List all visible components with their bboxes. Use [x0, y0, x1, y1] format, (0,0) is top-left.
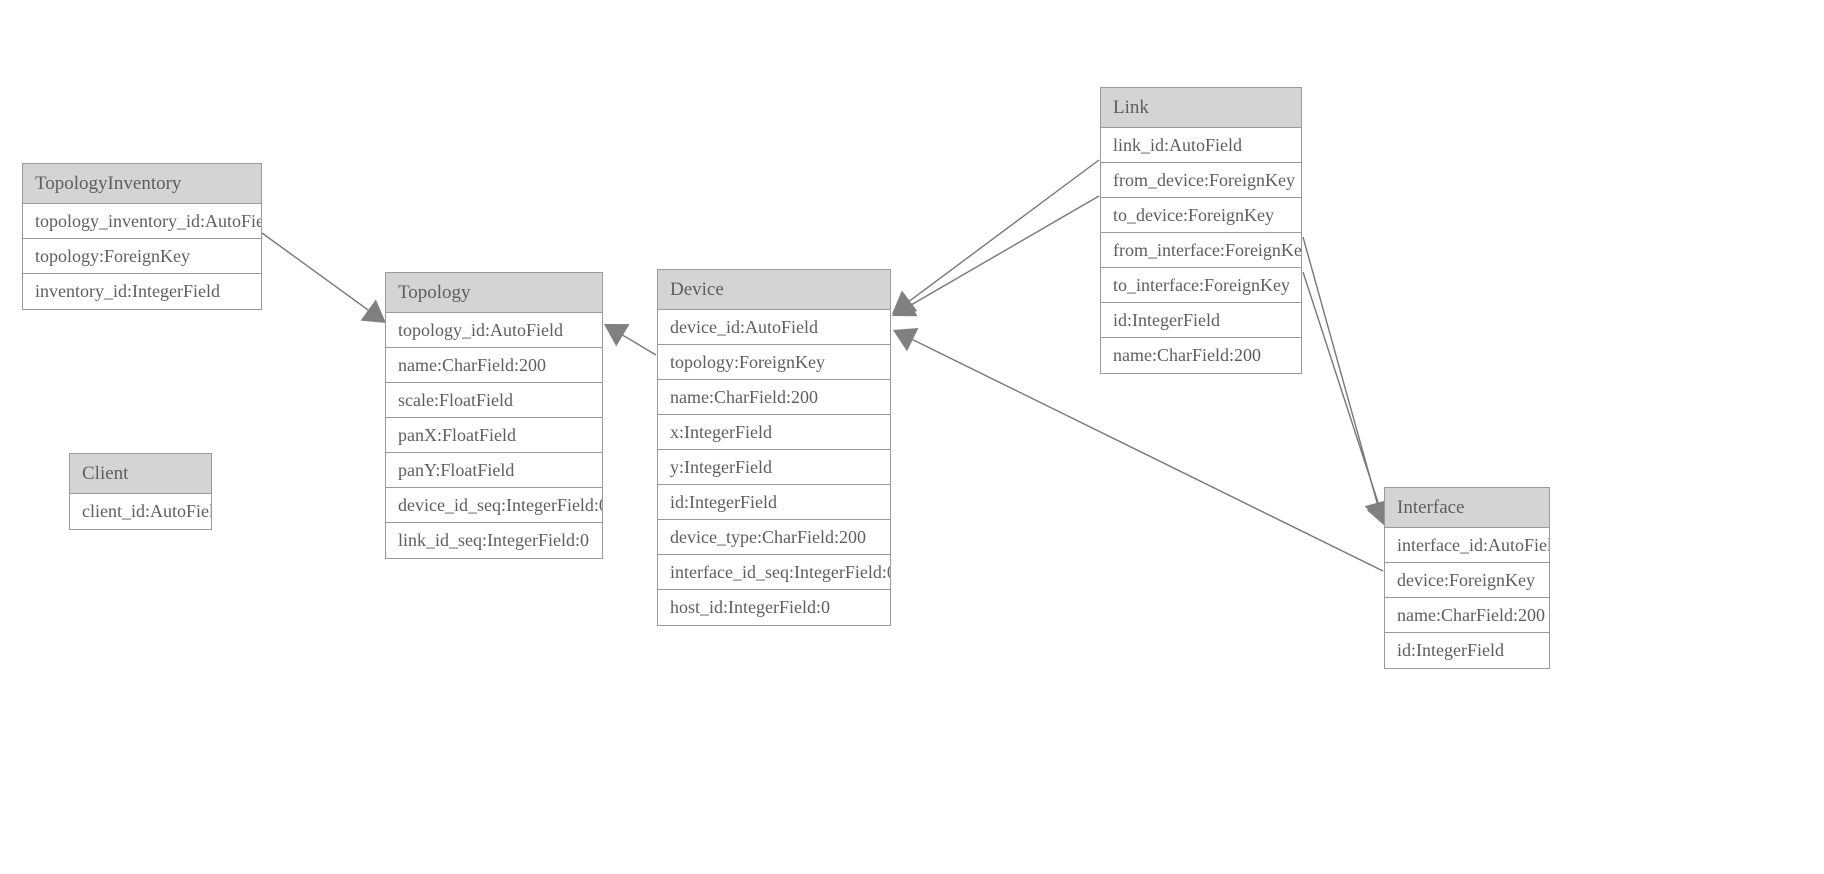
entity-field[interactable]: topology_id:AutoField [386, 313, 602, 348]
entity-title-device: Device [658, 270, 890, 310]
entity-field[interactable]: id:IntegerField [1397, 640, 1504, 660]
entity-field[interactable]: link_id_seq:IntegerField:0 [398, 530, 589, 550]
entity-field[interactable]: host_id:IntegerField:0 [670, 597, 830, 617]
relationship-arrowhead [892, 290, 918, 314]
relationship-line [1302, 271, 1382, 512]
entity-title-topology: Topology [386, 273, 602, 313]
relationship-link-to-interface [1302, 271, 1392, 527]
entity-field[interactable]: name:CharField:200 [386, 348, 602, 383]
relationship-arrowhead [604, 324, 630, 347]
relationship-line [261, 232, 374, 314]
relationship-arrowhead [893, 328, 919, 352]
relationship-link-from-interface [1302, 236, 1390, 524]
entity-field[interactable]: y:IntegerField [658, 450, 890, 485]
relationship-arrowhead [360, 299, 386, 323]
entity-field[interactable]: to_interface:ForeignKey [1101, 268, 1301, 303]
entity-field[interactable]: device_type:CharField:200 [658, 520, 890, 555]
entity-client[interactable]: Client client_id:AutoField [69, 453, 212, 530]
entity-field[interactable]: inventory_id:IntegerField [35, 281, 220, 301]
relationship-link-from-device [892, 159, 1100, 314]
entity-field[interactable]: device:ForeignKey [1385, 563, 1549, 598]
entity-field[interactable]: id:IntegerField [1101, 303, 1301, 338]
relationship-line [905, 195, 1100, 309]
entity-field[interactable]: id:IntegerField [658, 485, 890, 520]
entity-field[interactable]: client_id:AutoField [82, 501, 211, 521]
entity-field[interactable]: scale:FloatField [386, 383, 602, 418]
relationship-arrowhead [892, 293, 918, 317]
entity-field[interactable]: to_device:ForeignKey [1101, 198, 1301, 233]
relationship-line [904, 159, 1100, 305]
entity-field[interactable]: from_interface:ForeignKey [1101, 233, 1301, 268]
entity-title-interface: Interface [1385, 488, 1549, 528]
relationship-line [1302, 236, 1380, 509]
entity-field[interactable]: topology:ForeignKey [23, 239, 261, 274]
entity-field[interactable]: name:CharField:200 [1385, 598, 1549, 633]
entity-field[interactable]: name:CharField:200 [658, 380, 890, 415]
entity-field[interactable]: device_id:AutoField [658, 310, 890, 345]
relationship-topologyinventory-topology [261, 232, 386, 323]
entity-field[interactable]: x:IntegerField [658, 415, 890, 450]
entity-field[interactable]: from_device:ForeignKey [1101, 163, 1301, 198]
entity-title-client: Client [70, 454, 211, 494]
entity-title-topologyinventory: TopologyInventory [23, 164, 261, 204]
entity-field[interactable]: panY:FloatField [386, 453, 602, 488]
entity-field[interactable]: link_id:AutoField [1101, 128, 1301, 163]
relationship-line [617, 331, 657, 356]
entity-field[interactable]: topology_inventory_id:AutoField [23, 204, 261, 239]
entity-field[interactable]: interface_id_seq:IntegerField:0 [658, 555, 890, 590]
entity-field[interactable]: device_id_seq:IntegerField:0 [386, 488, 602, 523]
entity-title-link: Link [1101, 88, 1301, 128]
entity-field-list-client: client_id:AutoField [70, 494, 211, 529]
entity-field[interactable]: panX:FloatField [386, 418, 602, 453]
relationship-device-topology [604, 324, 657, 356]
entity-field[interactable]: topology:ForeignKey [658, 345, 890, 380]
entity-field[interactable]: name:CharField:200 [1113, 345, 1261, 365]
entity-field[interactable]: interface_id:AutoField [1385, 528, 1549, 563]
relationship-link-to-device [892, 195, 1100, 317]
